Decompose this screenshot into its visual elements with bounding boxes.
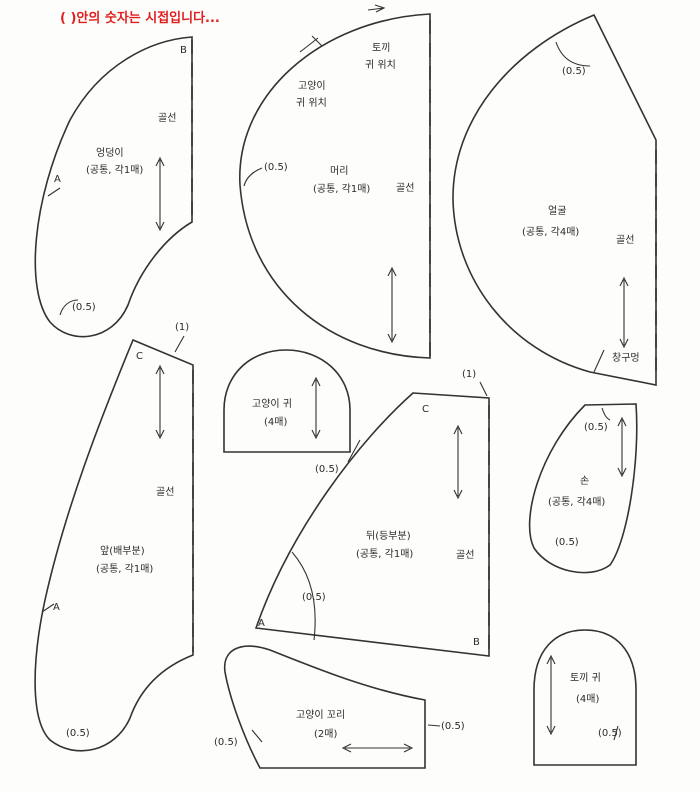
back-count: (공통, 각1매) [356,548,413,560]
hip-seam: (0.5) [72,302,96,313]
tail-name: 고양이 꼬리 [296,709,345,721]
belly-name: 앞(배부분) [100,545,145,557]
hip-fold: 골선 [158,112,176,124]
hip-count: (공통, 각1매) [86,164,143,176]
cat-ear-seam: (0.5) [315,464,339,475]
belly-seam: (0.5) [66,728,90,739]
head-cat-ear-pos-2: 귀 위치 [296,96,327,109]
cat-ear-count: (4매) [264,416,287,428]
tail-seam-left: (0.5) [214,737,238,748]
piece-cat-ear: 고양이 귀 (4매) (0.5) [223,349,361,475]
belly-mark-c: C [136,351,143,362]
piece-face: (0.5) 얼굴 (공통, 각4매) 골선 창구멍 [452,13,657,386]
head-rabbit-ear-pos-2: 귀 위치 [365,58,396,71]
head-seam: (0.5) [264,162,288,173]
piece-tail: (0.5) 고양이 꼬리 (2매) (0.5) [214,645,465,769]
belly-seam-top: (1) [175,322,189,333]
hand-count: (공통, 각4매) [548,496,605,508]
back-fold: 골선 [456,549,474,561]
hip-name: 엉덩이 [96,147,124,159]
tail-count: (2매) [314,728,337,740]
rabbit-ear-count: (4매) [576,693,599,705]
rabbit-ear-name: 토끼 귀 [570,672,601,684]
hip-mark-a: A [54,174,61,185]
back-seam-top: (1) [462,369,476,380]
rabbit-ear-seam: (0.5) [598,728,622,739]
hand-seam-top: (0.5) [584,422,608,433]
head-fold: 골선 [396,182,414,194]
piece-back: (1) C 뒤(등부분) (공통, 각1매) 골선 (0.5) A B [254,369,490,657]
hand-name: 손 [580,475,589,487]
cat-ear-name: 고양이 귀 [252,398,292,410]
face-hole: 창구멍 [612,352,640,364]
head-rabbit-ear-pos-1: 토끼 [372,42,390,54]
head-count: (공통, 각1매) [313,183,370,195]
face-fold: 골선 [616,234,634,246]
piece-rabbit-ear: 토끼 귀 (4매) (0.5) [533,629,637,766]
belly-count: (공통, 각1매) [96,563,153,575]
hand-seam: (0.5) [555,537,579,548]
seam-allowance-note: ( )안의 숫자는 시접입니다... [60,10,220,26]
belly-mark-a: A [53,602,60,613]
back-mark-a: A [258,618,265,629]
face-name: 얼굴 [548,205,566,217]
back-name: 뒤(등부분) [366,530,411,542]
hip-mark-b: B [180,45,187,56]
tail-seam-right: (0.5) [441,721,465,732]
piece-hip: B A 골선 엉덩이 (공통, 각1매) (0.5) [34,36,193,338]
head-name: 머리 [330,165,348,177]
back-mark-c: C [422,404,429,415]
face-count: (공통, 각4매) [522,226,579,238]
piece-head: 토끼 귀 위치 고양이 귀 위치 머리 (공통, 각1매) 골선 (0.5) [239,4,431,359]
back-mark-b: B [473,637,480,648]
face-seam: (0.5) [562,66,586,77]
piece-hand: (0.5) 손 (공통, 각4매) (0.5) [528,403,638,574]
head-cat-ear-pos-1: 고양이 [298,80,326,92]
belly-fold: 골선 [156,486,174,498]
piece-belly: (1) C 골선 앞(배부분) (공통, 각1매) A (0.5) [34,322,194,752]
back-seam: (0.5) [302,592,326,603]
